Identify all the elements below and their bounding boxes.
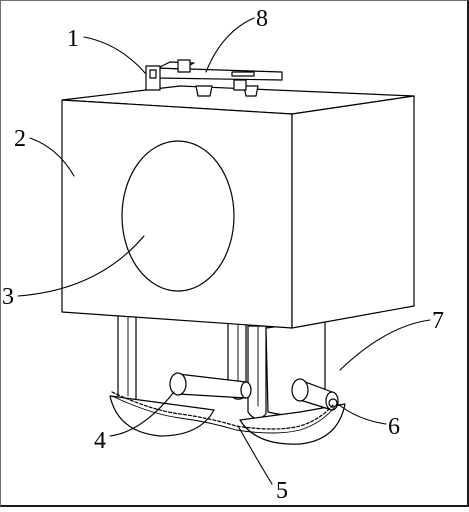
- callout-3: 3: [2, 284, 14, 310]
- leader-6: [337, 403, 387, 425]
- callout-6: 6: [388, 414, 400, 440]
- callout-5: 5: [276, 478, 288, 504]
- window-3: [121, 140, 235, 292]
- leader-7: [339, 319, 431, 371]
- leader-1: [83, 36, 147, 75]
- axle-4: [169, 372, 252, 399]
- callout-labels: 1 8 2 3 7 6 4 5: [2, 6, 444, 504]
- top-bracket-8: [157, 59, 283, 97]
- callout-8: 8: [256, 6, 268, 32]
- leader-8: [205, 17, 255, 73]
- leader-5: [237, 425, 273, 485]
- leader-4: [109, 391, 175, 437]
- callout-7: 7: [432, 308, 444, 334]
- callout-1: 1: [67, 26, 79, 52]
- callout-2: 2: [14, 126, 26, 152]
- housing-box-2: [61, 85, 415, 329]
- leader-lines: [17, 17, 431, 485]
- chain-5: [111, 391, 335, 434]
- leader-2: [29, 137, 75, 177]
- callout-4: 4: [94, 428, 106, 454]
- clamp-1: [145, 65, 161, 91]
- leader-3: [17, 235, 145, 297]
